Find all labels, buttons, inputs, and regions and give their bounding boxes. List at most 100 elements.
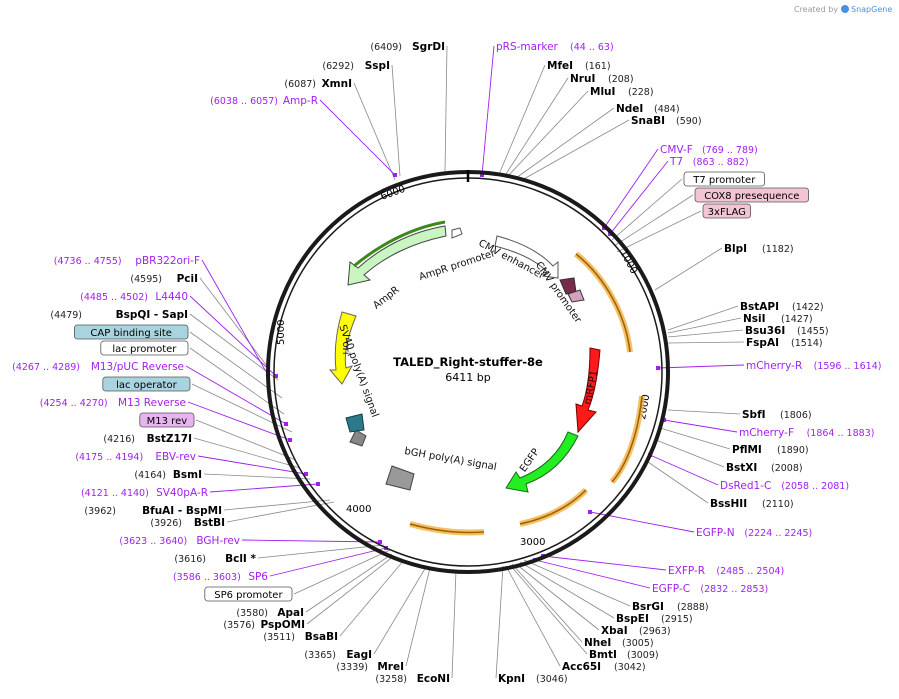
primer-binding-mark [656, 366, 660, 370]
site-label[interactable]: Acc65I(3042) [562, 661, 646, 673]
primer-binding-mark [588, 510, 592, 514]
site-label[interactable]: SV40pA-R(4121 .. 4140) [81, 487, 208, 499]
enzyme-name: Acc65I [562, 661, 601, 673]
site-label[interactable]: NsiI(1427) [743, 313, 813, 325]
sv40-lac-bars [345, 413, 365, 433]
site-label[interactable]: SgrDI(6409) [370, 41, 445, 53]
site-label[interactable]: EGFP-N(2224 .. 2245) [696, 527, 812, 539]
site-position: (1455) [797, 326, 829, 337]
site-leader-line [444, 45, 448, 173]
site-label[interactable]: NdeI(484) [616, 103, 680, 115]
site-position: (3576) [223, 620, 255, 631]
site-label[interactable]: PspOMI (3576) [223, 619, 305, 631]
site-position: (2008) [771, 463, 803, 474]
site-label[interactable]: BspEI(2915) [616, 613, 693, 625]
site-label[interactable]: SP6 promoter [204, 586, 293, 602]
site-leader-line [603, 148, 659, 229]
site-label[interactable]: FspAI(1514) [746, 337, 823, 349]
site-label[interactable]: mCherry-R(1596 .. 1614) [746, 360, 881, 372]
site-label[interactable]: ApaI(3580) [236, 607, 304, 619]
site-label[interactable]: EcoNI(3258) [375, 673, 450, 685]
primer-name: pRS-marker [496, 41, 559, 53]
site-label[interactable]: BGH-rev(3623 .. 3640) [119, 535, 240, 547]
primer-name: mCherry-R [746, 360, 802, 372]
site-label[interactable]: COX8 presequence [694, 187, 809, 203]
site-position: (3339) [336, 662, 368, 673]
site-label[interactable]: CAP binding site [74, 324, 189, 340]
site-label[interactable]: BstBI(3926) [150, 517, 225, 529]
site-label[interactable]: pBR322ori-F(4736 .. 4755) [54, 255, 200, 267]
site-label[interactable]: MreI(3339) [336, 661, 404, 673]
site-label[interactable]: SnaBI(590) [631, 115, 702, 127]
site-position: (161) [585, 61, 611, 72]
site-label[interactable]: EBV-rev(4175 .. 4194) [75, 451, 196, 463]
site-position: (4267 .. 4289) [12, 362, 80, 373]
site-leader-line [523, 559, 631, 607]
site-label[interactable]: MluI(228) [590, 86, 654, 98]
site-position: (2485 .. 2504) [716, 566, 784, 577]
site-label[interactable]: BlpI(1182) [724, 243, 794, 255]
primer-name: M13/pUC Reverse [91, 361, 184, 373]
site-label[interactable]: NheI(3005) [584, 637, 654, 649]
site-leader-line [201, 259, 269, 376]
site-position: (6038 .. 6057) [210, 96, 278, 107]
site-label[interactable]: lac promoter [100, 340, 189, 356]
site-label[interactable]: BmtI(3009) [589, 649, 659, 661]
site-label[interactable]: L4440(4485 .. 4502) [80, 291, 188, 303]
site-label[interactable]: M13 rev [139, 412, 195, 428]
site-label[interactable]: CMV-F(769 .. 789) [660, 144, 758, 156]
site-label[interactable]: EXFP-R(2485 .. 2504) [668, 565, 784, 577]
feature-label: AmpR [371, 284, 401, 311]
site-label[interactable]: PflMI(1890) [732, 444, 809, 456]
site-label[interactable]: KpnI(3046) [498, 673, 568, 685]
site-label[interactable]: BfuAI - BspMI (3962) [84, 505, 222, 517]
site-position: (2915) [661, 614, 693, 625]
site-label[interactable]: NruI(208) [570, 73, 634, 85]
site-position: (6292) [322, 61, 354, 72]
site-position: (4164) [134, 470, 166, 481]
site-label[interactable]: M13/pUC Reverse (4267 .. 4289) [12, 361, 184, 373]
feature-box-label: CAP binding site [90, 328, 172, 339]
site-label[interactable]: EagI(3365) [304, 649, 372, 661]
site-leader-line [405, 567, 431, 667]
site-position: (3962) [84, 506, 116, 517]
site-label[interactable]: XbaI(2963) [601, 625, 671, 637]
site-label[interactable]: T7 promoter [683, 171, 765, 187]
site-label[interactable]: BsaBI(3511) [263, 631, 338, 643]
site-label[interactable]: SspI(6292) [322, 60, 390, 72]
enzyme-name: PspOMI [260, 619, 305, 631]
site-label[interactable]: MfeI(161) [547, 60, 611, 72]
site-label[interactable]: M13 Reverse(4254 .. 4270) [40, 397, 186, 409]
site-leader-line [499, 64, 546, 173]
site-label[interactable]: EGFP-C(2832 .. 2853) [652, 583, 768, 595]
site-label[interactable]: 3xFLAG [702, 203, 751, 219]
primer-binding-mark [316, 482, 320, 486]
site-label[interactable]: SP6(3586 .. 3603) [173, 571, 268, 583]
site-label[interactable]: SbfI(1806) [742, 409, 812, 421]
site-label[interactable]: pRS-marker(44 .. 63) [496, 41, 614, 53]
site-label[interactable]: Amp-R(6038 .. 6057) [210, 95, 318, 107]
site-label[interactable]: PciI(4595) [130, 273, 198, 285]
site-label[interactable]: BstXI(2008) [726, 462, 803, 474]
site-position: (4485 .. 4502) [80, 292, 148, 303]
site-label[interactable]: Bsu36I(1455) [745, 325, 829, 337]
site-label[interactable]: lac operator [102, 376, 191, 392]
site-label[interactable]: mCherry-F(1864 .. 1883) [739, 427, 874, 439]
site-label[interactable]: BssHII(2110) [710, 498, 794, 510]
site-label[interactable]: BsmI(4164) [134, 469, 202, 481]
enzyme-name: BfuAI - BspMI [142, 505, 222, 517]
site-label[interactable]: DsRed1-C(2058 .. 2081) [720, 480, 849, 492]
plasmid-name: TALED_Right-stuffer-8e [393, 355, 543, 370]
site-label[interactable]: BstAPI(1422) [740, 301, 824, 313]
site-label[interactable]: XmnI(6087) [284, 78, 352, 90]
site-label[interactable]: BspQI - SapI(4479) [50, 309, 188, 321]
site-position: (3926) [150, 518, 182, 529]
site-position: (1864 .. 1883) [807, 428, 875, 439]
site-leader-line [257, 544, 385, 559]
site-label[interactable]: BclI *(3616) [174, 553, 256, 565]
site-leader-line [507, 90, 589, 177]
site-label[interactable]: BsrGI(2888) [632, 601, 709, 613]
site-label[interactable]: BstZ17I(4216) [103, 433, 192, 445]
ori-feature [328, 311, 357, 385]
site-label[interactable]: T7(863 .. 882) [669, 156, 749, 168]
